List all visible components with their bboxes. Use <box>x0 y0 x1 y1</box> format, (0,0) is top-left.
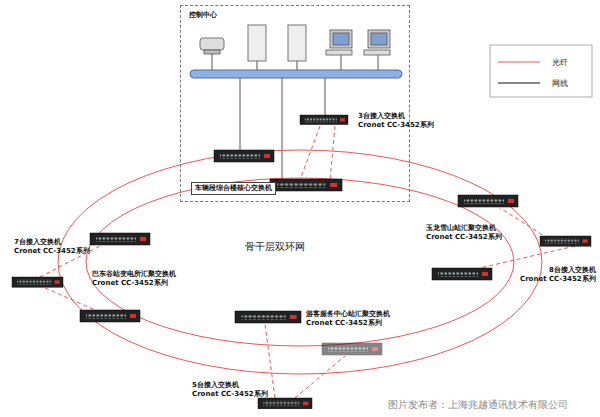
model-name: Cronet CC-3452系列 <box>306 319 390 328</box>
legend-text: 网线 <box>552 78 568 89</box>
switch-label: 车辆段综合楼核心交换机 <box>191 182 276 195</box>
switch-label: 7台接入交换机Cronet CC-3452系列 <box>14 238 90 256</box>
node-title: 玉龙雪山站汇聚交换机 <box>426 224 502 233</box>
model-name: Cronet CC-3452系列 <box>358 121 434 130</box>
node-title: 3台接入交换机 <box>358 112 434 121</box>
model-name: Cronet CC-3452系列 <box>192 390 268 399</box>
switch-label: 8台接入交换机Cronet CC-3452系列 <box>520 266 596 284</box>
model-name: Cronet CC-3452系列 <box>426 233 502 242</box>
model-name: Cronet CC-3452系列 <box>520 275 596 284</box>
control-center-zone: 控制中心3台接入交换机Cronet CC-3452系列车辆段综合楼核心交换机 <box>180 5 410 202</box>
node-title: 巴东谷站变电所汇聚交换机 <box>92 270 176 279</box>
legend-text: 光纤 <box>552 57 568 68</box>
switch-label: 巴东谷站变电所汇聚交换机Cronet CC-3452系列 <box>92 270 176 288</box>
switch-label: 游客服务中心站汇聚交换机Cronet CC-3452系列 <box>306 310 390 328</box>
model-name: Cronet CC-3452系列 <box>14 247 90 256</box>
switch-label: 5台接入交换机Cronet CC-3452系列 <box>192 381 268 399</box>
ring-label: 骨干层双环网 <box>243 240 307 254</box>
switch-label: 3台接入交换机Cronet CC-3452系列 <box>358 112 434 130</box>
node-title: 5台接入交换机 <box>192 381 268 390</box>
node-title: 控制中心 <box>181 6 409 20</box>
watermark: 图片发布者：上海兆越通讯技术有限公司 <box>386 398 570 412</box>
node-title: 车辆段综合楼核心交换机 <box>195 184 272 193</box>
switch-label: 玉龙雪山站汇聚交换机Cronet CC-3452系列 <box>426 224 502 242</box>
node-title: 游客服务中心站汇聚交换机 <box>306 310 390 319</box>
model-name: Cronet CC-3452系列 <box>92 279 176 288</box>
node-title: 7台接入交换机 <box>14 238 90 247</box>
node-title: 8台接入交换机 <box>520 266 596 275</box>
